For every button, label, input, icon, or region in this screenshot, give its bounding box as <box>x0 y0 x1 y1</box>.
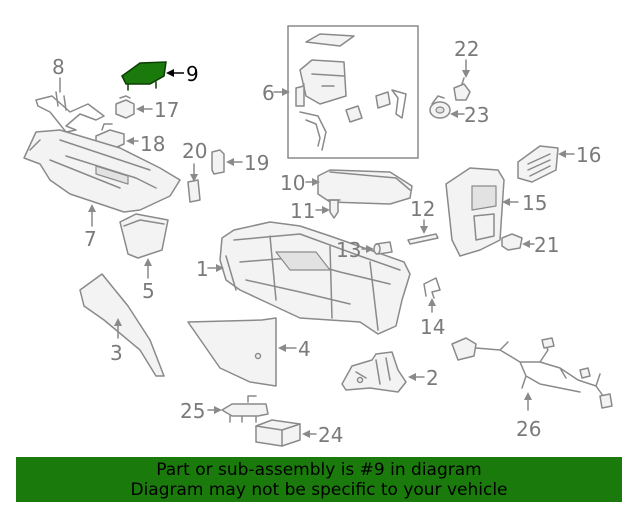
part-5[interactable] <box>119 213 169 259</box>
callout-label-9: 9 <box>186 62 199 86</box>
callout-arrow-4 <box>278 344 286 352</box>
callout-arrow-25 <box>214 406 222 414</box>
callout-label-2: 2 <box>426 366 439 390</box>
callout-label-6: 6 <box>262 81 275 105</box>
part-16[interactable] <box>517 145 559 183</box>
part-24[interactable] <box>255 419 301 447</box>
callout-label-25: 25 <box>180 399 205 423</box>
callout-arrow-11 <box>322 206 330 214</box>
callout-arrow-10 <box>312 178 320 186</box>
part-23[interactable] <box>429 95 451 119</box>
callout-label-5: 5 <box>142 279 155 303</box>
callout-label-20: 20 <box>182 139 207 163</box>
callout-label-18: 18 <box>140 132 165 156</box>
callout-label-11: 11 <box>290 199 315 223</box>
callout-arrow-20 <box>190 174 198 182</box>
callout-arrow-15 <box>502 198 510 206</box>
callout-label-12: 12 <box>410 197 435 221</box>
callout-arrow-9 <box>166 69 174 77</box>
callout-label-26: 26 <box>516 417 541 441</box>
callout-arrow-19 <box>226 158 234 166</box>
part-12[interactable] <box>407 233 439 245</box>
info-banner: Part or sub-assembly is #9 in diagram Di… <box>16 457 622 502</box>
callout-arrow-2 <box>408 373 416 381</box>
part-11[interactable] <box>327 199 341 219</box>
callout-arrow-22 <box>462 70 470 78</box>
callout-label-23: 23 <box>464 103 489 127</box>
callout-label-22: 22 <box>454 37 479 61</box>
callout-label-15: 15 <box>522 191 547 215</box>
part-13[interactable] <box>373 241 393 255</box>
callout-arrow-1 <box>216 264 224 272</box>
callout-arrow-17 <box>136 105 144 113</box>
part-9[interactable] <box>121 61 167 91</box>
callout-label-1: 1 <box>196 257 209 281</box>
callout-label-13: 13 <box>336 238 361 262</box>
part-17[interactable] <box>115 95 135 119</box>
part-4[interactable] <box>187 317 277 387</box>
callout-arrow-7 <box>88 204 96 212</box>
callout-arrow-14 <box>428 298 436 306</box>
part-10[interactable] <box>317 169 413 205</box>
part-3[interactable] <box>79 273 165 377</box>
part-19[interactable] <box>211 149 225 175</box>
part-25[interactable] <box>221 395 269 423</box>
part-7[interactable] <box>23 129 181 213</box>
callout-arrow-3 <box>114 318 122 326</box>
callout-label-8: 8 <box>52 55 65 79</box>
part-20[interactable] <box>187 179 201 203</box>
callout-arrow-16 <box>558 150 566 158</box>
part-21[interactable] <box>501 233 523 251</box>
callout-label-7: 7 <box>84 227 97 251</box>
part-14[interactable] <box>423 277 441 299</box>
part-22[interactable] <box>453 77 471 101</box>
callout-label-4: 4 <box>298 337 311 361</box>
callout-arrow-6 <box>282 88 290 96</box>
banner-line-2: Diagram may not be specific to your vehi… <box>130 479 508 500</box>
callout-arrow-5 <box>144 258 152 266</box>
callout-arrow-12 <box>420 226 428 234</box>
banner-line-1: Part or sub-assembly is #9 in diagram <box>156 459 482 480</box>
callout-arrow-13 <box>366 245 374 253</box>
callout-label-16: 16 <box>576 143 601 167</box>
parts-diagram: 9 8 17 18 7 20 19 <box>23 25 613 447</box>
callout-arrow-23 <box>450 110 458 118</box>
callout-arrow-18 <box>126 137 134 145</box>
callout-label-21: 21 <box>534 233 559 257</box>
part-15[interactable] <box>445 167 505 257</box>
part-2[interactable] <box>341 351 407 393</box>
part-26[interactable] <box>451 337 613 409</box>
callout-label-3: 3 <box>110 341 123 365</box>
callout-label-14: 14 <box>420 315 445 339</box>
callout-label-19: 19 <box>244 151 269 175</box>
part-8[interactable] <box>35 91 105 133</box>
callout-arrow-26 <box>524 392 532 400</box>
part-6[interactable] <box>295 33 407 151</box>
callout-label-24: 24 <box>318 423 343 447</box>
callout-label-10: 10 <box>280 171 305 195</box>
callout-arrow-21 <box>522 240 530 248</box>
part-1[interactable] <box>219 221 411 335</box>
callout-label-17: 17 <box>154 98 179 122</box>
callout-arrow-24 <box>302 430 310 438</box>
